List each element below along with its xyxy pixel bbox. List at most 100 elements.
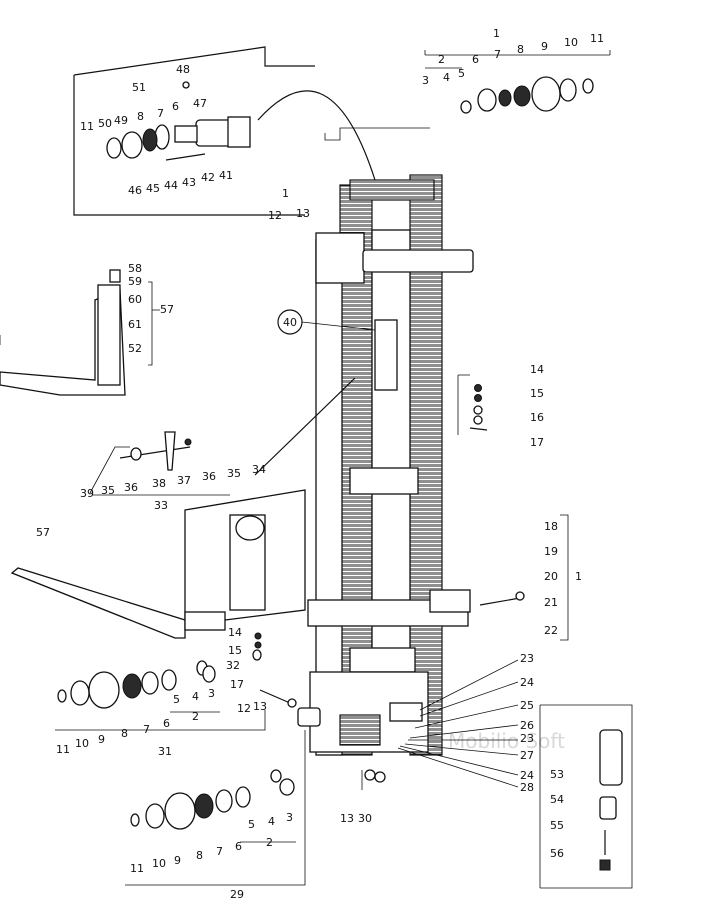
label-4-bottom: 4 xyxy=(268,815,275,828)
label-13-mid: 13 xyxy=(296,207,310,220)
label-10: 10 xyxy=(564,36,578,49)
shaft-assembly-33 xyxy=(89,377,356,496)
label-6-bottom: 6 xyxy=(235,840,242,853)
label-20: 20 xyxy=(544,570,558,583)
label-1-mid: 1 xyxy=(282,187,289,200)
label-13-bottom: 13 xyxy=(340,812,354,825)
parts-14-17 xyxy=(457,374,488,435)
part-labels: 1 2 3 4 5 6 7 8 9 10 11 51 48 47 11 50 4… xyxy=(36,27,604,901)
label-57-top: 57 xyxy=(160,303,174,316)
parts-18-22 xyxy=(479,514,569,641)
label-53: 53 xyxy=(550,768,564,781)
label-60: 60 xyxy=(128,293,142,306)
label-61: 61 xyxy=(128,318,142,331)
label-33: 33 xyxy=(154,499,168,512)
label-30: 30 xyxy=(358,812,372,825)
label-3: 3 xyxy=(422,74,429,87)
label-13-center: 13 xyxy=(253,700,267,713)
label-21: 21 xyxy=(544,596,558,609)
label-47: 47 xyxy=(193,97,207,110)
label-55: 55 xyxy=(550,819,564,832)
label-41: 41 xyxy=(219,169,233,182)
label-58: 58 xyxy=(128,262,142,275)
label-34: 34 xyxy=(252,463,266,476)
label-1-right: 1 xyxy=(575,570,582,583)
label-36b: 36 xyxy=(202,470,216,483)
label-8: 8 xyxy=(517,43,524,56)
label-9-left: 9 xyxy=(98,733,105,746)
parts-53-56 xyxy=(539,704,633,889)
label-57-bottom: 57 xyxy=(36,526,50,539)
label-46: 46 xyxy=(128,184,142,197)
watermark: Mobilio Soft xyxy=(448,729,565,753)
label-26: 26 xyxy=(520,719,534,732)
label-35a: 35 xyxy=(101,484,115,497)
label-17-center: 17 xyxy=(230,678,244,691)
label-8-left: 8 xyxy=(121,727,128,740)
fork-57-inset xyxy=(0,269,160,396)
label-31: 31 xyxy=(158,745,172,758)
label-10-left: 10 xyxy=(75,737,89,750)
label-52: 52 xyxy=(128,342,142,355)
label-36a: 36 xyxy=(124,481,138,494)
label-43: 43 xyxy=(182,176,196,189)
label-18: 18 xyxy=(544,520,558,533)
label-9: 9 xyxy=(541,40,548,53)
label-6-inset: 6 xyxy=(172,100,179,113)
label-7-inset: 7 xyxy=(157,107,164,120)
label-42: 42 xyxy=(201,171,215,184)
parts-row-29 xyxy=(125,730,306,886)
label-8-bottom: 8 xyxy=(196,849,203,862)
label-16-right: 16 xyxy=(530,411,544,424)
label-27: 27 xyxy=(520,749,534,762)
label-23a: 23 xyxy=(520,652,534,665)
label-54: 54 xyxy=(550,793,564,806)
label-3-bottom: 3 xyxy=(286,811,293,824)
label-32: 32 xyxy=(226,659,240,672)
label-7-left: 7 xyxy=(143,723,150,736)
label-11-left: 11 xyxy=(56,743,70,756)
label-4-center: 4 xyxy=(192,690,199,703)
parts-row-31 xyxy=(55,632,297,731)
label-12-mid: 12 xyxy=(268,209,282,222)
label-5: 5 xyxy=(458,67,465,80)
label-24b: 24 xyxy=(520,769,534,782)
label-3-center: 3 xyxy=(208,687,215,700)
label-14-right: 14 xyxy=(530,363,544,376)
label-51: 51 xyxy=(132,81,146,94)
fork-carriage xyxy=(10,489,306,639)
label-15-right: 15 xyxy=(530,387,544,400)
label-59: 59 xyxy=(128,275,142,288)
label-49: 49 xyxy=(114,114,128,127)
label-4: 4 xyxy=(443,71,450,84)
label-35b: 35 xyxy=(227,467,241,480)
label-11: 11 xyxy=(590,32,604,45)
label-5-center: 5 xyxy=(173,693,180,706)
label-37: 37 xyxy=(177,474,191,487)
label-19: 19 xyxy=(544,545,558,558)
label-44: 44 xyxy=(164,179,178,192)
parts-13-30 xyxy=(361,769,386,790)
label-11-inset: 11 xyxy=(80,120,94,133)
label-48: 48 xyxy=(176,63,190,76)
label-12-center: 12 xyxy=(237,702,251,715)
leader-lines-23-28 xyxy=(397,659,519,788)
label-7-bottom: 7 xyxy=(216,845,223,858)
label-45: 45 xyxy=(146,182,160,195)
label-14-center: 14 xyxy=(228,626,242,639)
label-28: 28 xyxy=(520,781,534,794)
mast-assembly xyxy=(297,174,474,756)
label-17-right: 17 xyxy=(530,436,544,449)
label-56: 56 xyxy=(550,847,564,860)
label-10-bottom: 10 xyxy=(152,857,166,870)
label-38: 38 xyxy=(152,477,166,490)
label-11-bottom: 11 xyxy=(130,862,144,875)
label-6-center: 6 xyxy=(163,717,170,730)
label-50: 50 xyxy=(98,117,112,130)
label-15-center: 15 xyxy=(228,644,242,657)
label-8-inset: 8 xyxy=(137,110,144,123)
label-22: 22 xyxy=(544,624,558,637)
label-2: 2 xyxy=(438,53,445,66)
label-2-bottom: 2 xyxy=(266,836,273,849)
